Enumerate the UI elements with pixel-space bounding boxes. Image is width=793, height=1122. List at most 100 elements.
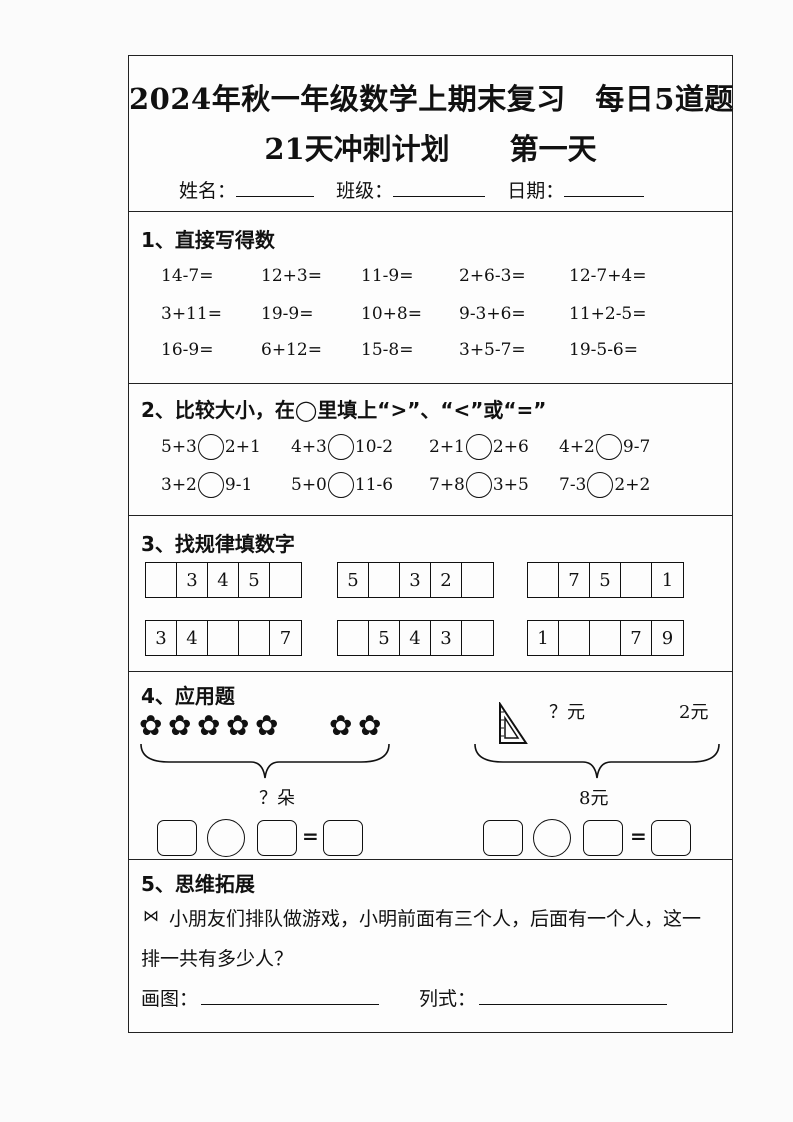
flower-icon: ✿: [197, 709, 221, 742]
question-line-2: 排一共有多少人？: [141, 948, 294, 970]
right-top-known: 2元: [679, 702, 709, 723]
calc-item: 3+11=: [161, 304, 222, 324]
compare-right: 10-2: [354, 437, 394, 457]
compare-circle[interactable]: [197, 472, 224, 498]
right-brace-icon: [474, 743, 720, 779]
compare-left: 3+2: [161, 475, 197, 495]
flower-icon: ✿: [168, 709, 192, 742]
day-label: 第一天: [509, 132, 597, 166]
number-cell: 1: [661, 569, 674, 591]
calc-item: 2+6-3=: [459, 266, 526, 286]
draw-answer-line[interactable]: [201, 1004, 379, 1005]
compare-circle[interactable]: [595, 434, 622, 460]
calc-item: 10+8=: [361, 304, 422, 324]
calc-item: 11+2-5=: [569, 304, 647, 324]
blank-cell[interactable]: [338, 621, 369, 655]
compare-item: 2+1 2+6: [429, 434, 529, 460]
blank-cell[interactable]: [462, 563, 493, 597]
calc-item: 19-9=: [261, 304, 314, 324]
compare-right: 3+5: [492, 475, 529, 495]
class-field[interactable]: [393, 180, 486, 197]
compare-item: 5+0 11-6: [291, 472, 393, 498]
compare-right: 2+6: [492, 437, 529, 457]
answer-box[interactable]: [157, 820, 197, 856]
draw-label: 画图：: [141, 988, 199, 1010]
right-total-label: 8元: [579, 788, 609, 809]
section-1-heading: 1、直接写得数: [141, 228, 275, 252]
calc-item: 16-9=: [161, 340, 214, 360]
section-thinking: 5、思维拓展 ⋈ 小朋友们排队做游戏，小明前面有三个人，后面有一个人，这一 排一…: [129, 860, 732, 1034]
operator-circle[interactable]: [533, 819, 571, 857]
section-2-heading: 2、比较大小，在◯里填上“>”、“<”或“=”: [141, 398, 547, 422]
blank-cell[interactable]: [590, 621, 621, 655]
blank-cell[interactable]: [146, 563, 177, 597]
compare-circle[interactable]: [327, 434, 354, 460]
answer-box[interactable]: [323, 820, 363, 856]
number-cell: 5: [590, 563, 621, 597]
compare-left: 4+2: [559, 437, 595, 457]
compare-item: 7+8 3+5: [429, 472, 529, 498]
flower-icon: ✿: [255, 709, 279, 742]
compare-circle[interactable]: [197, 434, 224, 460]
date-field[interactable]: [564, 180, 645, 197]
class-label: 班级：: [336, 180, 394, 202]
compare-circle[interactable]: [587, 472, 614, 498]
compare-left: 7-3: [559, 475, 587, 495]
plan-label: 21天冲刺计划: [264, 132, 450, 166]
operator-circle[interactable]: [207, 819, 245, 857]
compare-left: 5+0: [291, 475, 327, 495]
compare-left: 4+3: [291, 437, 327, 457]
formula-label: 列式：: [419, 988, 477, 1010]
blank-cell[interactable]: [528, 563, 559, 597]
answer-box[interactable]: [257, 820, 297, 856]
answer-box[interactable]: [483, 820, 523, 856]
header-section: 2024年秋一年级数学上期末复习 每日5道题 21天冲刺计划第一天 姓名： 班级…: [129, 56, 734, 212]
compare-left: 2+1: [429, 437, 465, 457]
bow-icon: ⋈: [143, 906, 159, 925]
page-title: 2024年秋一年级数学上期末复习 每日5道题: [129, 82, 734, 116]
number-cell: 7: [559, 563, 590, 597]
calc-item: 9-3+6=: [459, 304, 526, 324]
compare-left: 5+3: [161, 437, 197, 457]
flower-icon: ✿: [226, 709, 250, 742]
calc-item: 6+12=: [261, 340, 322, 360]
formula-answer-line[interactable]: [479, 1004, 667, 1005]
blank-cell[interactable]: [369, 563, 400, 597]
answer-box[interactable]: [651, 820, 691, 856]
compare-left: 7+8: [429, 475, 465, 495]
calc-item: 12-7+4=: [569, 266, 647, 286]
number-cell: 1: [528, 621, 559, 655]
page-subtitle: 21天冲刺计划 第一天: [129, 126, 732, 168]
number-cell: 4: [208, 563, 239, 597]
blank-cell[interactable]: [462, 621, 493, 655]
answer-box[interactable]: [583, 820, 623, 856]
flower-icon: ✿: [358, 709, 382, 742]
blank-cell[interactable]: [621, 563, 652, 597]
blank-cell[interactable]: [239, 621, 270, 655]
blank-cell[interactable]: [270, 563, 301, 597]
section-5-heading: 5、思维拓展: [141, 872, 255, 896]
worksheet: 2024年秋一年级数学上期末复习 每日5道题 21天冲刺计划第一天 姓名： 班级…: [128, 55, 733, 1033]
number-cell: 5: [338, 563, 369, 597]
compare-circle[interactable]: [327, 472, 354, 498]
compare-right: 11-6: [354, 475, 394, 495]
compare-circle[interactable]: [465, 434, 492, 460]
compare-circle[interactable]: [465, 472, 492, 498]
number-cell: 3: [400, 563, 431, 597]
triangle-ruler-icon: [499, 702, 528, 744]
flower-icon: ✿: [139, 709, 163, 742]
calc-item: 3+5-7=: [459, 340, 526, 360]
name-field[interactable]: [236, 180, 315, 197]
blank-cell[interactable]: [559, 621, 590, 655]
blank-cell[interactable]: [208, 621, 239, 655]
